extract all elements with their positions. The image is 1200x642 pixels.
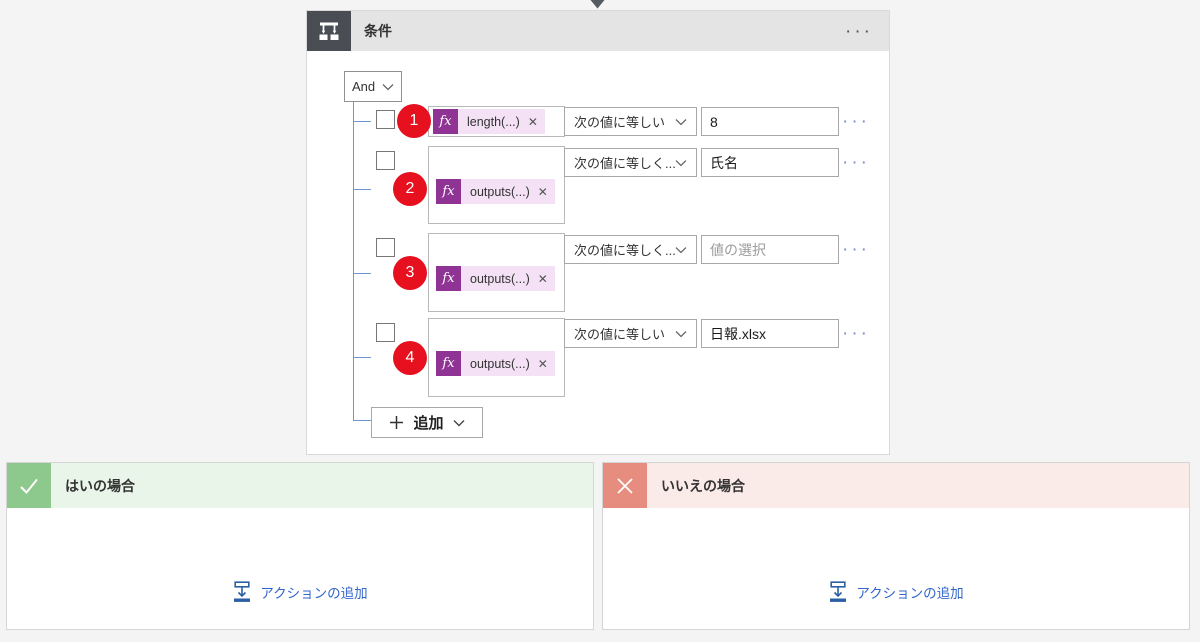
row3-token-label: outputs(...) [470, 271, 530, 286]
row1-checkbox[interactable] [376, 110, 395, 129]
tree-stub-add [353, 420, 371, 421]
x-icon [617, 477, 633, 494]
condition-card-menu-button[interactable]: ··· [845, 20, 873, 42]
no-branch-header[interactable]: いいえの場合 [603, 463, 1189, 508]
yes-add-action-link[interactable]: アクションの追加 [232, 581, 368, 603]
chevron-down-icon [675, 118, 687, 125]
condition-branch-icon [319, 22, 339, 40]
row2-remove-token-icon[interactable]: ✕ [537, 184, 548, 199]
row4-expression-token[interactable]: fx outputs(...) ✕ [436, 351, 555, 376]
row3-operator-dropdown[interactable]: 次の値に等しく... [564, 235, 697, 264]
row1-token-label: length(...) [467, 114, 520, 129]
chevron-down-icon [675, 246, 687, 253]
connector-arrow-icon [590, 0, 605, 9]
row4-menu-button[interactable]: ··· [842, 323, 870, 344]
row1-value-input[interactable] [701, 107, 839, 136]
fx-icon: fx [436, 266, 461, 291]
row3-value-input[interactable] [701, 235, 839, 264]
row3-menu-button[interactable]: ··· [842, 239, 870, 260]
row2-operator-dropdown[interactable]: 次の値に等しく... [564, 148, 697, 177]
condition-card: 条件 ··· And 1 fx length(...) [306, 10, 890, 455]
check-icon [20, 478, 38, 494]
row2-checkbox[interactable] [376, 151, 395, 170]
row4-value-input[interactable] [701, 319, 839, 348]
yes-add-action-label: アクションの追加 [260, 586, 368, 601]
row2-annotation-badge: 2 [393, 172, 427, 206]
row2-token-label: outputs(...) [470, 184, 530, 199]
tree-stub-3 [353, 273, 371, 274]
no-add-action-label: アクションの追加 [856, 586, 964, 601]
fx-icon: fx [433, 109, 458, 134]
tree-stub-1 [353, 121, 371, 122]
row2-expression-token[interactable]: fx outputs(...) ✕ [436, 179, 555, 204]
row2-value-input[interactable] [701, 148, 839, 177]
row4-token-label: outputs(...) [470, 356, 530, 371]
no-add-action-link[interactable]: アクションの追加 [828, 581, 964, 603]
add-action-icon [830, 581, 847, 602]
join-operator-value: And [352, 79, 376, 94]
tree-stub-2 [353, 189, 371, 190]
chevron-down-icon [675, 330, 687, 337]
row3-token-field[interactable]: fx outputs(...) ✕ [428, 233, 565, 312]
no-icon-box [603, 463, 647, 508]
fx-icon: fx [436, 351, 461, 376]
row1-operator-value: 次の値に等しい [574, 115, 666, 130]
plus-icon [390, 416, 404, 429]
row4-remove-token-icon[interactable]: ✕ [537, 356, 548, 371]
yes-branch-card: はいの場合 アクションの追加 [6, 462, 594, 630]
row3-remove-token-icon[interactable]: ✕ [537, 271, 548, 286]
row1-expression-token[interactable]: fx length(...) ✕ [433, 109, 545, 134]
no-branch-title: いいえの場合 [661, 477, 745, 494]
add-action-icon [234, 581, 251, 602]
row1-menu-button[interactable]: ··· [842, 111, 870, 132]
condition-card-header[interactable]: 条件 ··· [307, 11, 889, 51]
yes-branch-header[interactable]: はいの場合 [7, 463, 593, 508]
row2-token-field[interactable]: fx outputs(...) ✕ [428, 146, 565, 224]
add-row-button[interactable]: 追加 [371, 407, 483, 438]
row3-expression-token[interactable]: fx outputs(...) ✕ [436, 266, 555, 291]
yes-icon-box [7, 463, 51, 508]
yes-branch-title: はいの場合 [65, 477, 135, 494]
chevron-down-icon [382, 83, 394, 90]
row3-checkbox[interactable] [376, 238, 395, 257]
no-branch-body: アクションの追加 [603, 508, 1189, 629]
row2-menu-button[interactable]: ··· [842, 152, 870, 173]
row4-token-field[interactable]: fx outputs(...) ✕ [428, 318, 565, 397]
row4-annotation-badge: 4 [393, 341, 427, 375]
add-row-label: 追加 [413, 415, 444, 432]
join-operator-dropdown[interactable]: And [344, 71, 402, 102]
row2-operator-value: 次の値に等しく... [574, 156, 676, 171]
condition-card-body: And 1 fx length(...) ✕ [307, 51, 889, 454]
condition-tree-line [353, 102, 354, 421]
fx-icon: fx [436, 179, 461, 204]
chevron-down-icon [675, 159, 687, 166]
chevron-down-icon [453, 419, 464, 426]
row3-operator-value: 次の値に等しく... [574, 243, 676, 258]
row1-operator-dropdown[interactable]: 次の値に等しい [564, 107, 697, 136]
row4-operator-dropdown[interactable]: 次の値に等しい [564, 319, 697, 348]
condition-card-title: 条件 [364, 23, 392, 39]
yes-branch-body: アクションの追加 [7, 508, 593, 629]
row1-token-field[interactable]: fx length(...) ✕ [428, 106, 565, 137]
condition-icon-box [307, 11, 351, 51]
row3-annotation-badge: 3 [393, 256, 427, 290]
no-branch-card: いいえの場合 アクションの追加 [602, 462, 1190, 630]
row1-annotation-badge: 1 [397, 104, 431, 138]
row4-checkbox[interactable] [376, 323, 395, 342]
row1-remove-token-icon[interactable]: ✕ [527, 114, 538, 129]
row4-operator-value: 次の値に等しい [574, 327, 666, 342]
tree-stub-4 [353, 357, 371, 358]
